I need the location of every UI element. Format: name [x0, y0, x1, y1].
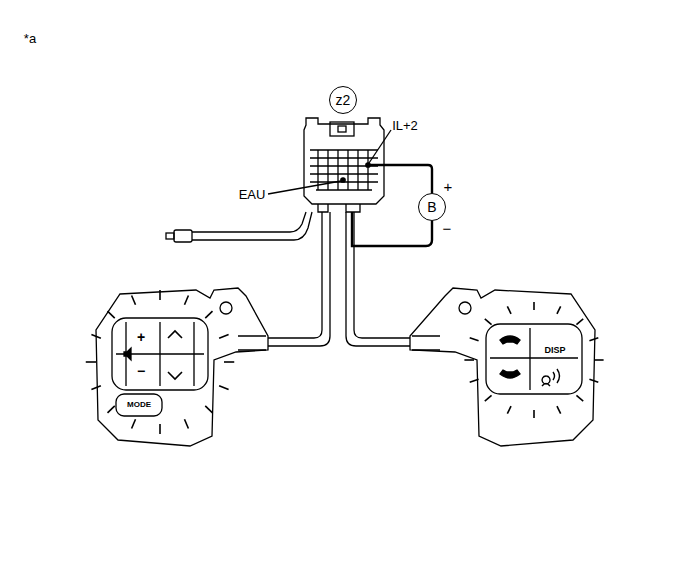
glow-ray	[464, 359, 474, 361]
glow-ray	[533, 410, 535, 418]
glow-ray	[576, 319, 583, 325]
glow-ray	[557, 306, 561, 313]
node-text: z2	[336, 93, 351, 107]
glow-ray	[507, 306, 511, 313]
glow-ray	[184, 296, 188, 305]
glow-ray	[589, 338, 598, 341]
glow-ray	[205, 311, 212, 318]
glow-ray	[219, 334, 228, 338]
glow-ray	[132, 296, 136, 305]
glow-ray	[159, 424, 161, 434]
circle-label: B	[418, 193, 446, 221]
label-text: −	[443, 221, 452, 236]
glow-ray	[485, 395, 492, 401]
glow-ray	[557, 406, 561, 413]
glow-ray	[86, 361, 96, 363]
glow-ray	[219, 386, 228, 390]
circle-label: z2	[329, 86, 357, 114]
glow-ray	[576, 395, 583, 401]
label-text: DISP	[544, 346, 565, 355]
glow-ray	[108, 406, 115, 413]
glow-ray	[594, 359, 604, 361]
glow-ray	[91, 386, 100, 390]
label-text: MODE	[127, 401, 151, 409]
glow-ray	[485, 319, 492, 325]
glow-ray	[132, 419, 136, 428]
glow-ray	[507, 406, 511, 413]
steering-pad-switch-right	[410, 288, 595, 446]
glow-ray	[159, 290, 161, 300]
label-text: −	[137, 364, 145, 378]
label-text: *a	[24, 32, 36, 45]
glow-ray	[184, 419, 188, 428]
glow-ray	[589, 379, 598, 382]
glow-ray	[533, 302, 535, 310]
glow-ray	[470, 379, 479, 382]
glow-ray	[205, 406, 212, 413]
node-text: B	[427, 200, 436, 214]
label-text: IL+2	[392, 119, 418, 132]
glow-ray	[470, 338, 479, 341]
steering-pad-switch-left	[96, 288, 268, 446]
glow-rays	[86, 290, 604, 434]
label-text: EAU	[239, 188, 266, 201]
label-text: +	[137, 330, 145, 344]
glow-ray	[108, 311, 115, 318]
glow-ray	[224, 361, 234, 363]
label-text: +	[444, 179, 453, 194]
glow-ray	[91, 334, 100, 338]
